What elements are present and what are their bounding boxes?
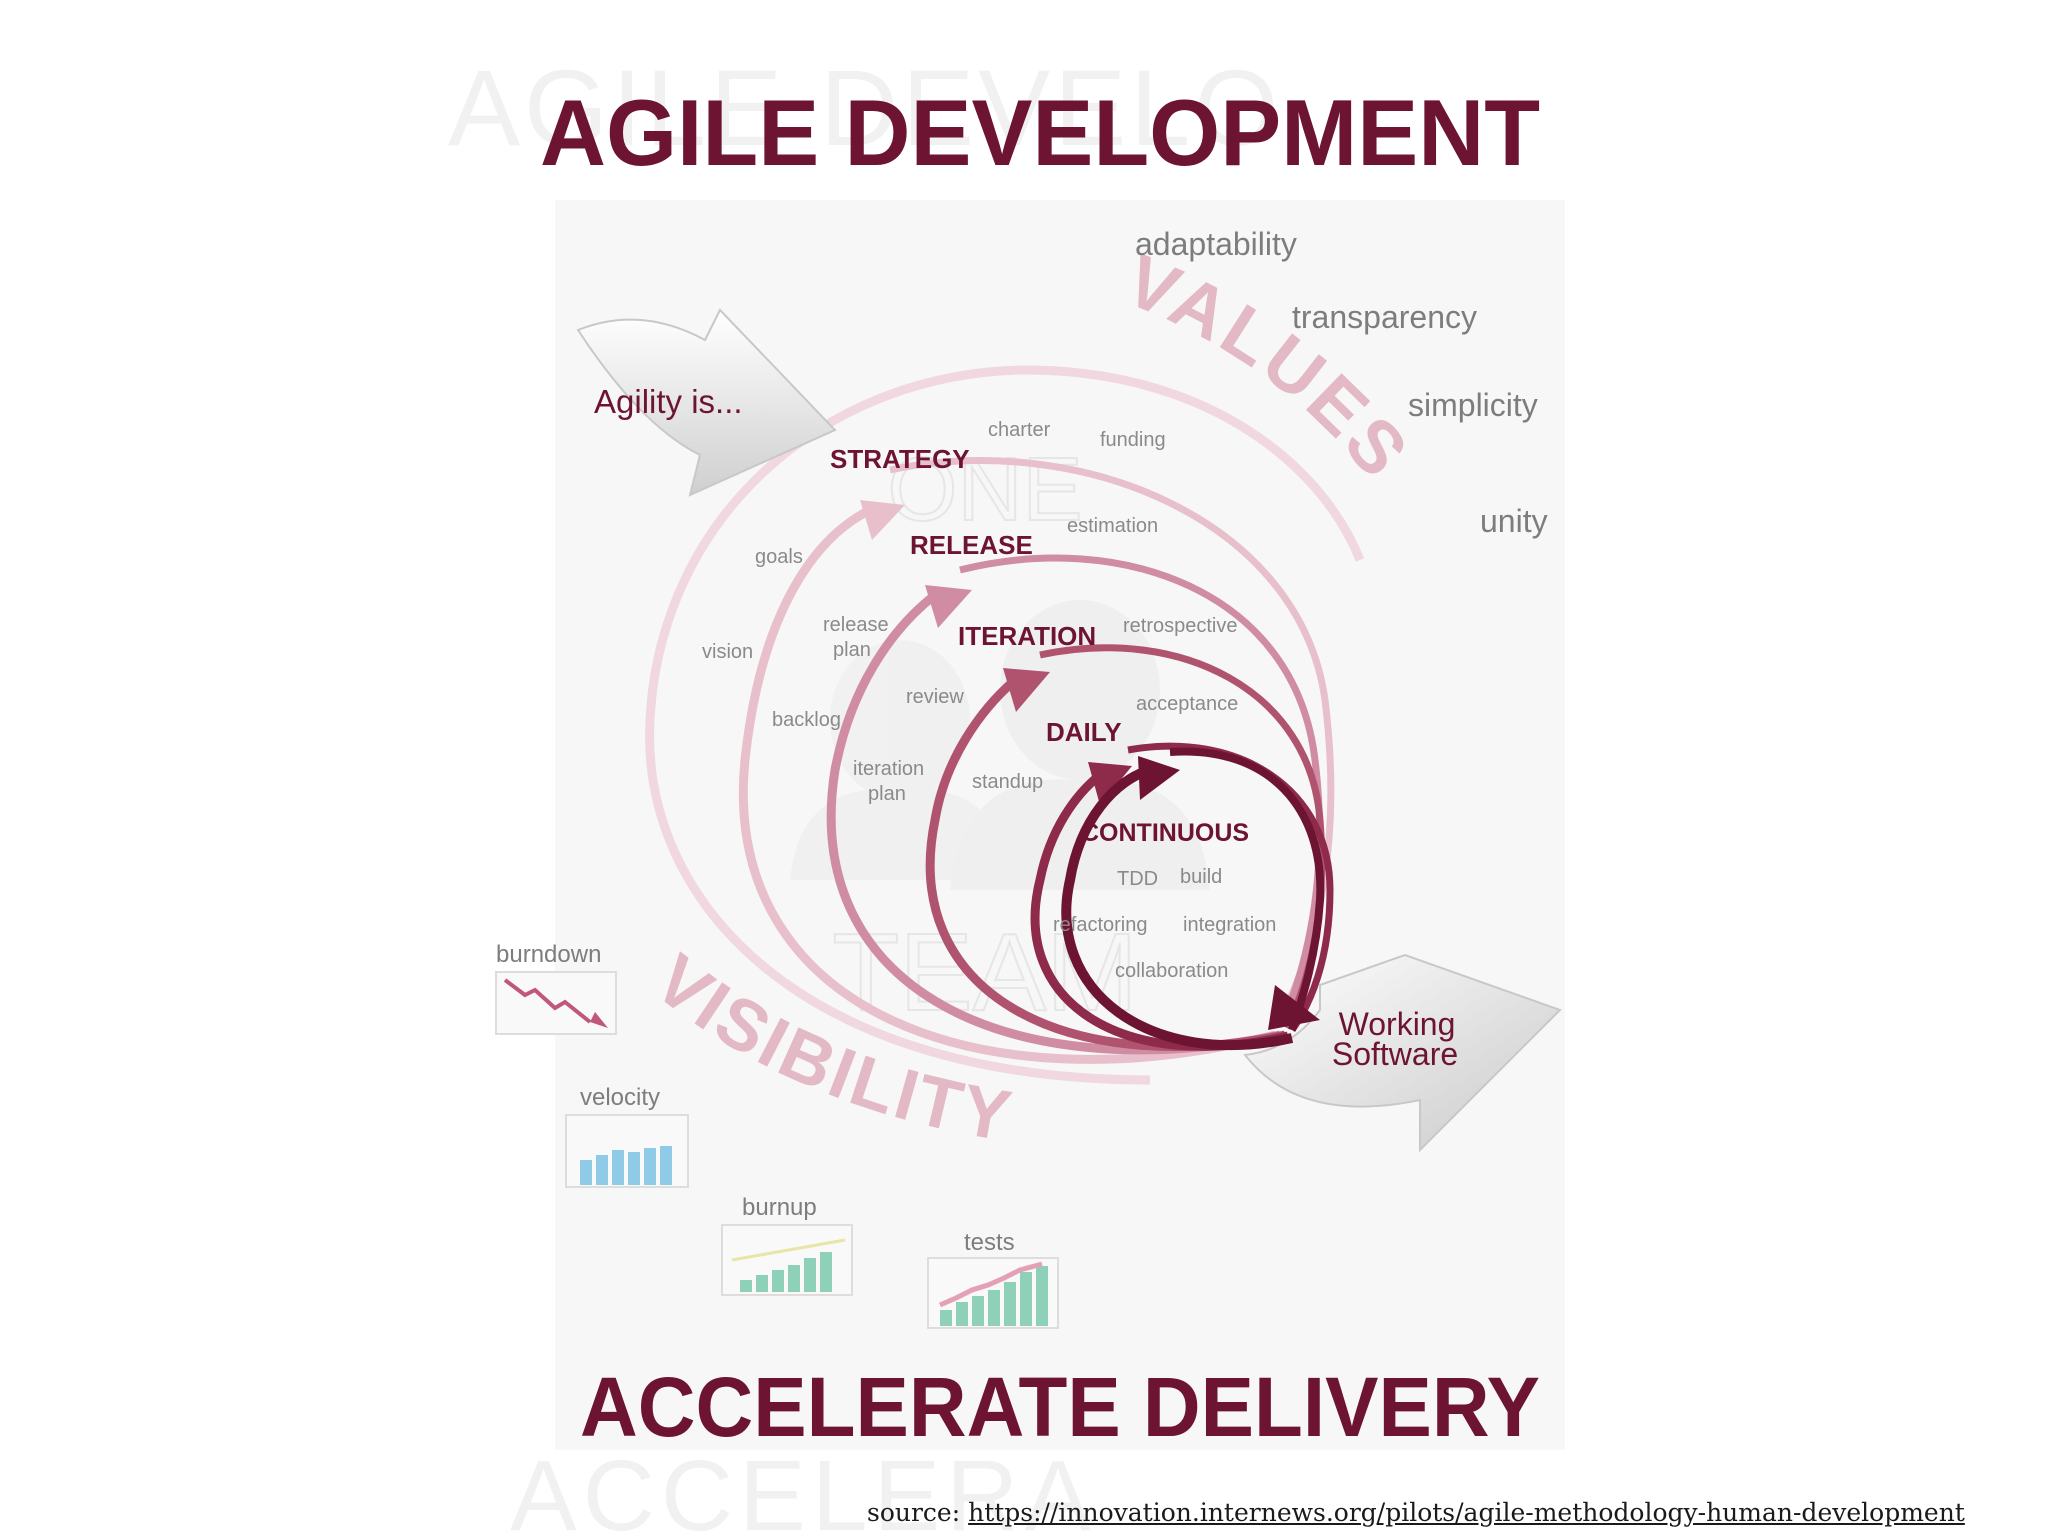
practice-goals: goals [755,546,803,568]
practice-collaboration: collaboration [1115,960,1228,982]
practice-release-plan: plan [833,639,871,661]
practice-vision: vision [702,641,753,663]
practice-standup: standup [972,771,1043,793]
cycle-continuous: CONTINUOUS [1081,819,1249,847]
cycle-iteration: ITERATION [958,621,1096,651]
value-unity: unity [1480,503,1548,539]
value-transparency: transparency [1292,299,1477,335]
practice-iteration: iteration [853,758,924,780]
continuous-arc [1061,747,1325,1051]
bottom-title-ghost: ACCELERA [510,1440,1097,1536]
title-ghost: AGILE DEVELO [448,47,1282,168]
cycle-release: RELEASE [910,530,1033,560]
value-simplicity: simplicity [1408,387,1538,423]
agility-label: Agility is... [594,383,743,420]
practice-backlog: backlog [772,709,841,731]
practice-review: review [906,686,964,708]
working-software-label-1: Working [1339,1006,1456,1042]
practice-charter: charter [988,419,1051,441]
source-link[interactable]: https://innovation.internews.org/pilots/… [968,1498,1965,1527]
cycle-strategy: STRATEGY [830,444,970,474]
practice-retrospective: retrospective [1123,615,1238,637]
chart-label-tests: tests [964,1229,1015,1256]
burnup-thumbnail [721,1224,853,1296]
value-adaptability: adaptability [1135,226,1297,262]
source-citation: source: https://innovation.internews.org… [867,1498,1965,1527]
outer-values-ring [645,365,1365,1085]
release-arc [826,554,1323,1055]
practice-iteration-plan: plan [868,783,906,805]
velocity-thumbnail [565,1114,689,1188]
bottom-title: ACCELERATE DELIVERY [580,1360,1540,1454]
chart-label-burnup: burnup [742,1194,817,1221]
agility-arrow [576,308,837,497]
chart-label-burndown: burndown [496,941,601,968]
practice-estimation: estimation [1067,515,1158,537]
cycle-daily: DAILY [1046,717,1122,747]
practice-refactoring: refactoring [1053,914,1148,936]
source-prefix: source: [867,1498,969,1527]
chart-label-velocity: velocity [580,1084,660,1111]
values-heading: VALUES [1114,238,1426,495]
practice-tdd: TDD [1117,868,1158,890]
practice-funding: funding [1100,429,1166,451]
practice-build: build [1180,866,1222,888]
page-title: AGILE DEVELOPMENT [540,80,1540,185]
tests-thumbnail [927,1257,1059,1329]
burndown-thumbnail [495,971,617,1035]
team-watermark-top: ONE [887,440,1082,540]
practice-acceptance: acceptance [1136,693,1238,715]
practice-integration: integration [1183,914,1276,936]
working-software-label-2: Software [1332,1036,1458,1072]
practice-release: release [823,614,889,636]
